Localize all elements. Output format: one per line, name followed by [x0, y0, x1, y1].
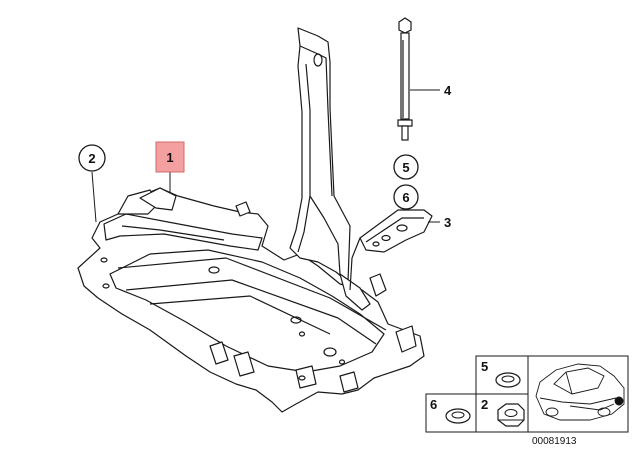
callout-4[interactable]: 4	[444, 83, 452, 98]
callout-2-label: 2	[88, 151, 95, 166]
inset-label-2: 2	[481, 397, 488, 412]
callout-3[interactable]: 3	[444, 215, 451, 230]
callout-4-label: 4	[444, 83, 452, 98]
car-location-icon	[535, 363, 625, 421]
callout-6-label: 6	[402, 190, 409, 205]
nut-icon	[497, 403, 525, 427]
inset-item-5: 5	[481, 359, 521, 388]
leader-lines	[91, 89, 440, 223]
support-bracket-drawing	[289, 27, 371, 311]
bolt-drawing	[397, 17, 413, 141]
washer-icon	[445, 408, 471, 424]
reference-number: 00081913	[532, 436, 577, 447]
inset-item-2: 2	[481, 397, 525, 427]
inset-item-6: 6	[430, 397, 471, 424]
callout-1[interactable]: 1	[155, 141, 185, 173]
inset-label-5: 5	[481, 359, 488, 374]
callout-3-label: 3	[444, 215, 451, 230]
battery-tray-drawing	[77, 187, 425, 413]
callout-1-label: 1	[166, 150, 173, 165]
callout-5-label: 5	[402, 160, 409, 175]
callout-2[interactable]: 2	[78, 144, 106, 172]
callout-5[interactable]: 5	[393, 154, 419, 180]
clamp-drawing	[349, 209, 433, 291]
callout-6[interactable]: 6	[393, 184, 419, 210]
washer-icon	[495, 372, 521, 388]
inset-label-6: 6	[430, 397, 437, 412]
